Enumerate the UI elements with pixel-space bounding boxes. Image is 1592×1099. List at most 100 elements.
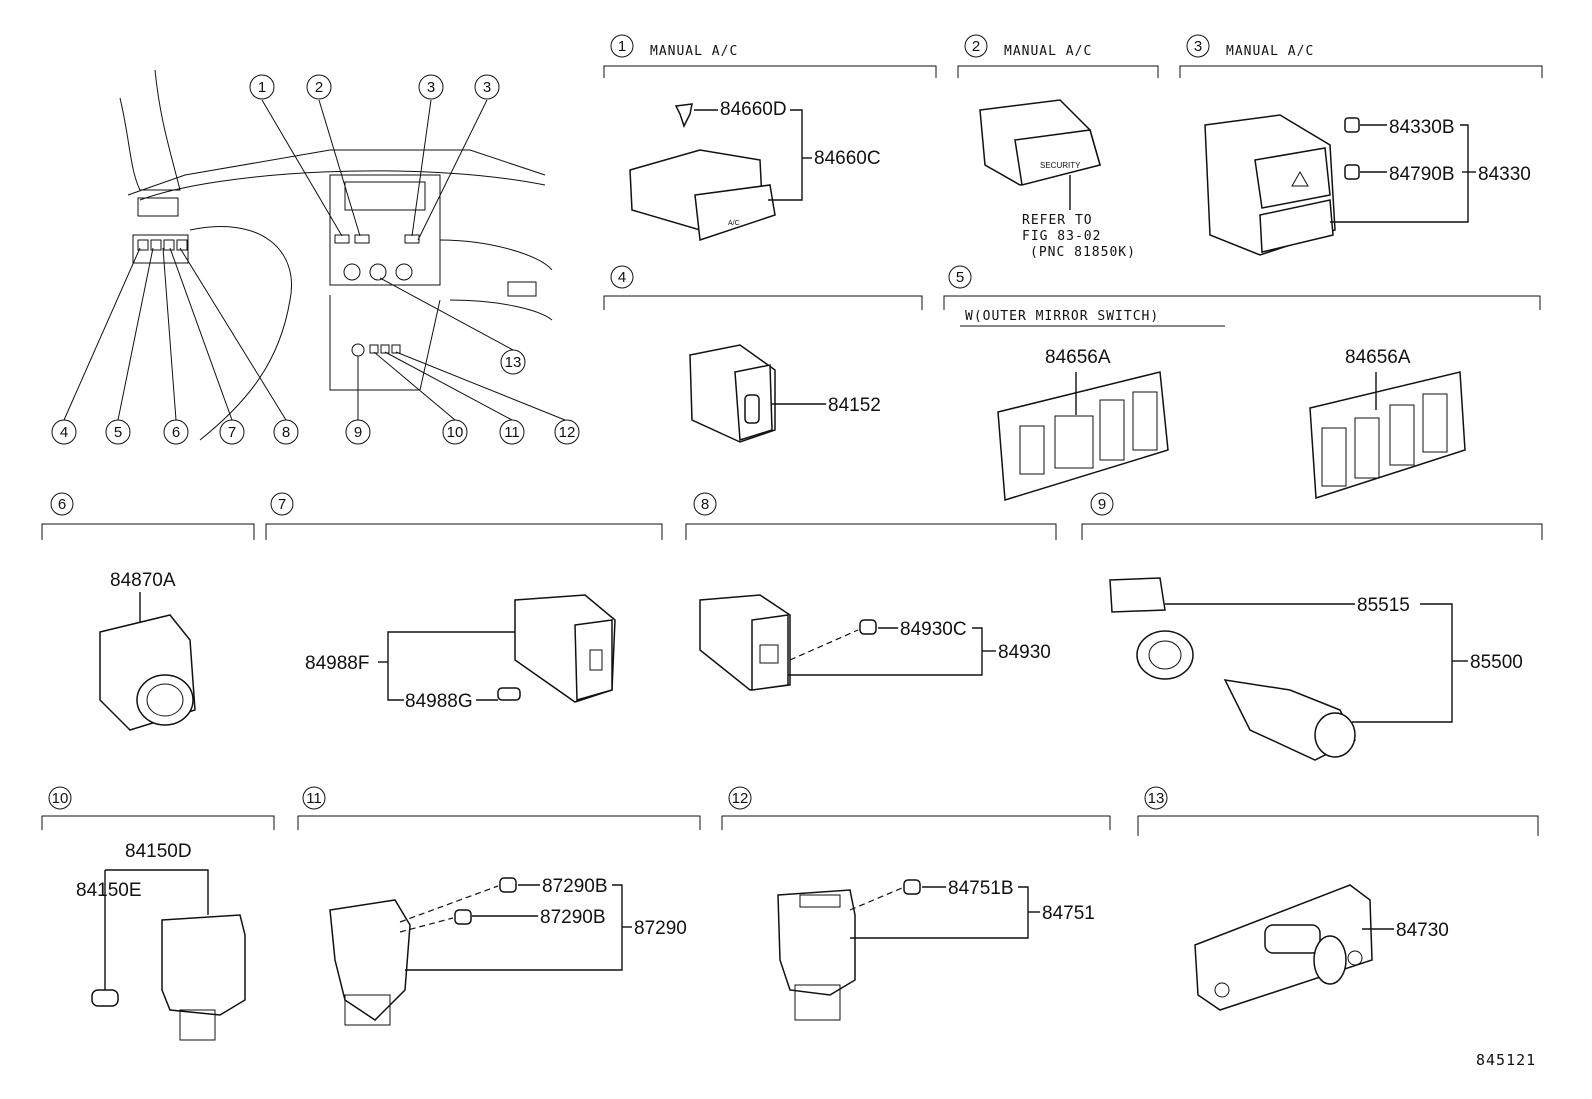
figure-id: 845121 xyxy=(1476,1051,1536,1069)
callout-number: 3 xyxy=(483,79,491,96)
label: A/C xyxy=(728,220,740,227)
label: SECURITY xyxy=(1040,161,1081,170)
part-number: 84930 xyxy=(998,642,1051,663)
overview-leaders xyxy=(63,99,566,421)
part-number: 84790B xyxy=(1389,164,1455,185)
section-1: 1 MANUAL A/C A/C 84660D 84660C xyxy=(603,34,937,242)
callout-number: 2 xyxy=(315,79,323,96)
label: MANUAL A/C xyxy=(1004,44,1092,59)
overview-callout: 2 xyxy=(306,74,332,100)
part-number: 85515 xyxy=(1357,595,1410,616)
part-number: 84330 xyxy=(1478,164,1531,185)
rheostat-part xyxy=(1194,884,1373,1011)
switch-part xyxy=(777,879,921,1021)
mirror-switch-bezel-part xyxy=(997,371,1169,501)
callout-number: 5 xyxy=(114,424,122,441)
label: W(OUTER MIRROR SWITCH) xyxy=(965,309,1159,324)
callout-number: 5 xyxy=(956,269,964,286)
callout-number: 4 xyxy=(60,424,68,441)
overview-callout: 13 xyxy=(500,349,526,375)
overview-callout: 5 xyxy=(105,419,131,445)
callout-number: 12 xyxy=(732,790,749,807)
callout-number: 8 xyxy=(282,424,290,441)
dimmer-switch-part xyxy=(689,344,776,443)
callout-number: 9 xyxy=(354,424,362,441)
dashboard-overview xyxy=(119,69,553,441)
part-number: 87290 xyxy=(634,918,687,939)
overview-callout: 9 xyxy=(345,419,371,445)
callout-number: 6 xyxy=(172,424,180,441)
part-number: 84330B xyxy=(1389,117,1455,138)
section-7: 7 84988F 84988G xyxy=(265,492,663,712)
callout-number: 7 xyxy=(278,496,286,513)
part-number: 84656A xyxy=(1345,347,1411,368)
label: REFER TO xyxy=(1022,213,1093,228)
switch-part xyxy=(497,594,616,703)
part-number: 84988G xyxy=(405,691,473,712)
part-number: 84751B xyxy=(948,878,1014,899)
callout-number: 9 xyxy=(1098,496,1106,513)
overview-callouts: 1 2 3 3 4 5 6 7 8 9 10 11 12 13 xyxy=(51,74,580,445)
callout-number: 11 xyxy=(504,424,520,441)
part-number: 84870A xyxy=(110,570,176,591)
section-10: 10 84150D 84150E xyxy=(41,786,275,1041)
section-6: 6 84870A xyxy=(41,492,255,731)
section-11: 11 87290B 87290B 87290 xyxy=(297,786,701,1026)
part-number: 87290B xyxy=(540,907,606,928)
security-switch-part: SECURITY xyxy=(979,99,1101,186)
callout-number: 11 xyxy=(306,790,322,807)
callout-number: 2 xyxy=(972,38,980,55)
section-number: 1 xyxy=(618,38,626,55)
section-8: 8 84930C 84930 xyxy=(685,492,1057,691)
overview-callout: 3 xyxy=(474,74,500,100)
label: FIG 83-02 xyxy=(1022,229,1101,244)
hazard-switch-part xyxy=(1204,114,1360,256)
section-12: 12 84751B 84751 xyxy=(721,786,1111,1021)
section-13: 13 84730 xyxy=(1137,786,1539,1011)
switch-part xyxy=(329,877,517,1026)
callout-number: 7 xyxy=(228,424,236,441)
ac-switch-part: A/C xyxy=(629,103,776,242)
callout-number: 13 xyxy=(1148,790,1165,807)
callout-number: 10 xyxy=(447,424,464,441)
mirror-control-part xyxy=(99,614,196,731)
part-number: 84930C xyxy=(900,619,967,640)
callout-number: 3 xyxy=(1194,38,1202,55)
callout-number: 6 xyxy=(58,496,66,513)
switch-part xyxy=(699,594,877,691)
callout-number: 13 xyxy=(505,354,522,371)
part-number: 84660D xyxy=(720,99,787,120)
callout-number: 12 xyxy=(559,424,576,441)
cigarette-lighter-part xyxy=(1109,577,1357,761)
section-caption: MANUAL A/C xyxy=(650,44,738,59)
part-number: 84751 xyxy=(1042,903,1095,924)
overview-callout: 7 xyxy=(219,419,245,445)
overview-callout: 11 xyxy=(499,419,525,445)
switch-bezel-part xyxy=(1309,371,1466,500)
overview-callout: 4 xyxy=(51,419,77,445)
callout-number: 3 xyxy=(427,79,435,96)
part-number: 84150D xyxy=(125,841,192,862)
overview-callout: 10 xyxy=(442,419,468,445)
part-number: 87290B xyxy=(542,876,608,897)
callout-number: 1 xyxy=(258,79,266,96)
label: MANUAL A/C xyxy=(1226,44,1314,59)
overview-callout: 1 xyxy=(249,74,275,100)
section-2: 2 MANUAL A/C SECURITY REFER TO FIG 83-02… xyxy=(957,34,1159,260)
part-number: 84988F xyxy=(305,653,369,674)
part-number: 85500 xyxy=(1470,652,1523,673)
overview-callout: 6 xyxy=(163,419,189,445)
callout-number: 8 xyxy=(701,496,709,513)
section-9: 9 85515 85500 xyxy=(1081,492,1543,761)
overview-callout: 8 xyxy=(273,419,299,445)
section-5: 5 W(OUTER MIRROR SWITCH) 84656A 84656A xyxy=(943,265,1541,501)
section-4: 4 84152 xyxy=(603,265,923,443)
part-number: 84152 xyxy=(828,395,881,416)
part-number: 84150E xyxy=(76,880,142,901)
overview-callout: 3 xyxy=(418,74,444,100)
label: (PNC 81850K) xyxy=(1030,245,1136,260)
switch-part xyxy=(91,914,246,1041)
callout-number: 10 xyxy=(52,790,69,807)
part-number: 84656A xyxy=(1045,347,1111,368)
